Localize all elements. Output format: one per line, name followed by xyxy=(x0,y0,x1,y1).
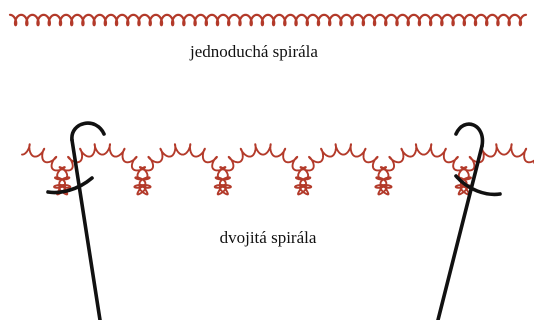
single-coil-filament xyxy=(10,15,526,25)
right-support-hook-top xyxy=(456,124,482,146)
double-coil-filament xyxy=(22,144,534,194)
double-coil-helix xyxy=(22,144,534,194)
single-coil-helix xyxy=(10,15,526,25)
left-support-wire xyxy=(72,140,100,320)
single-spiral-label: jednoduchá spirála xyxy=(190,42,318,62)
left-support-hook-top xyxy=(72,123,104,140)
double-spiral-label: dvojitá spirála xyxy=(220,228,317,248)
